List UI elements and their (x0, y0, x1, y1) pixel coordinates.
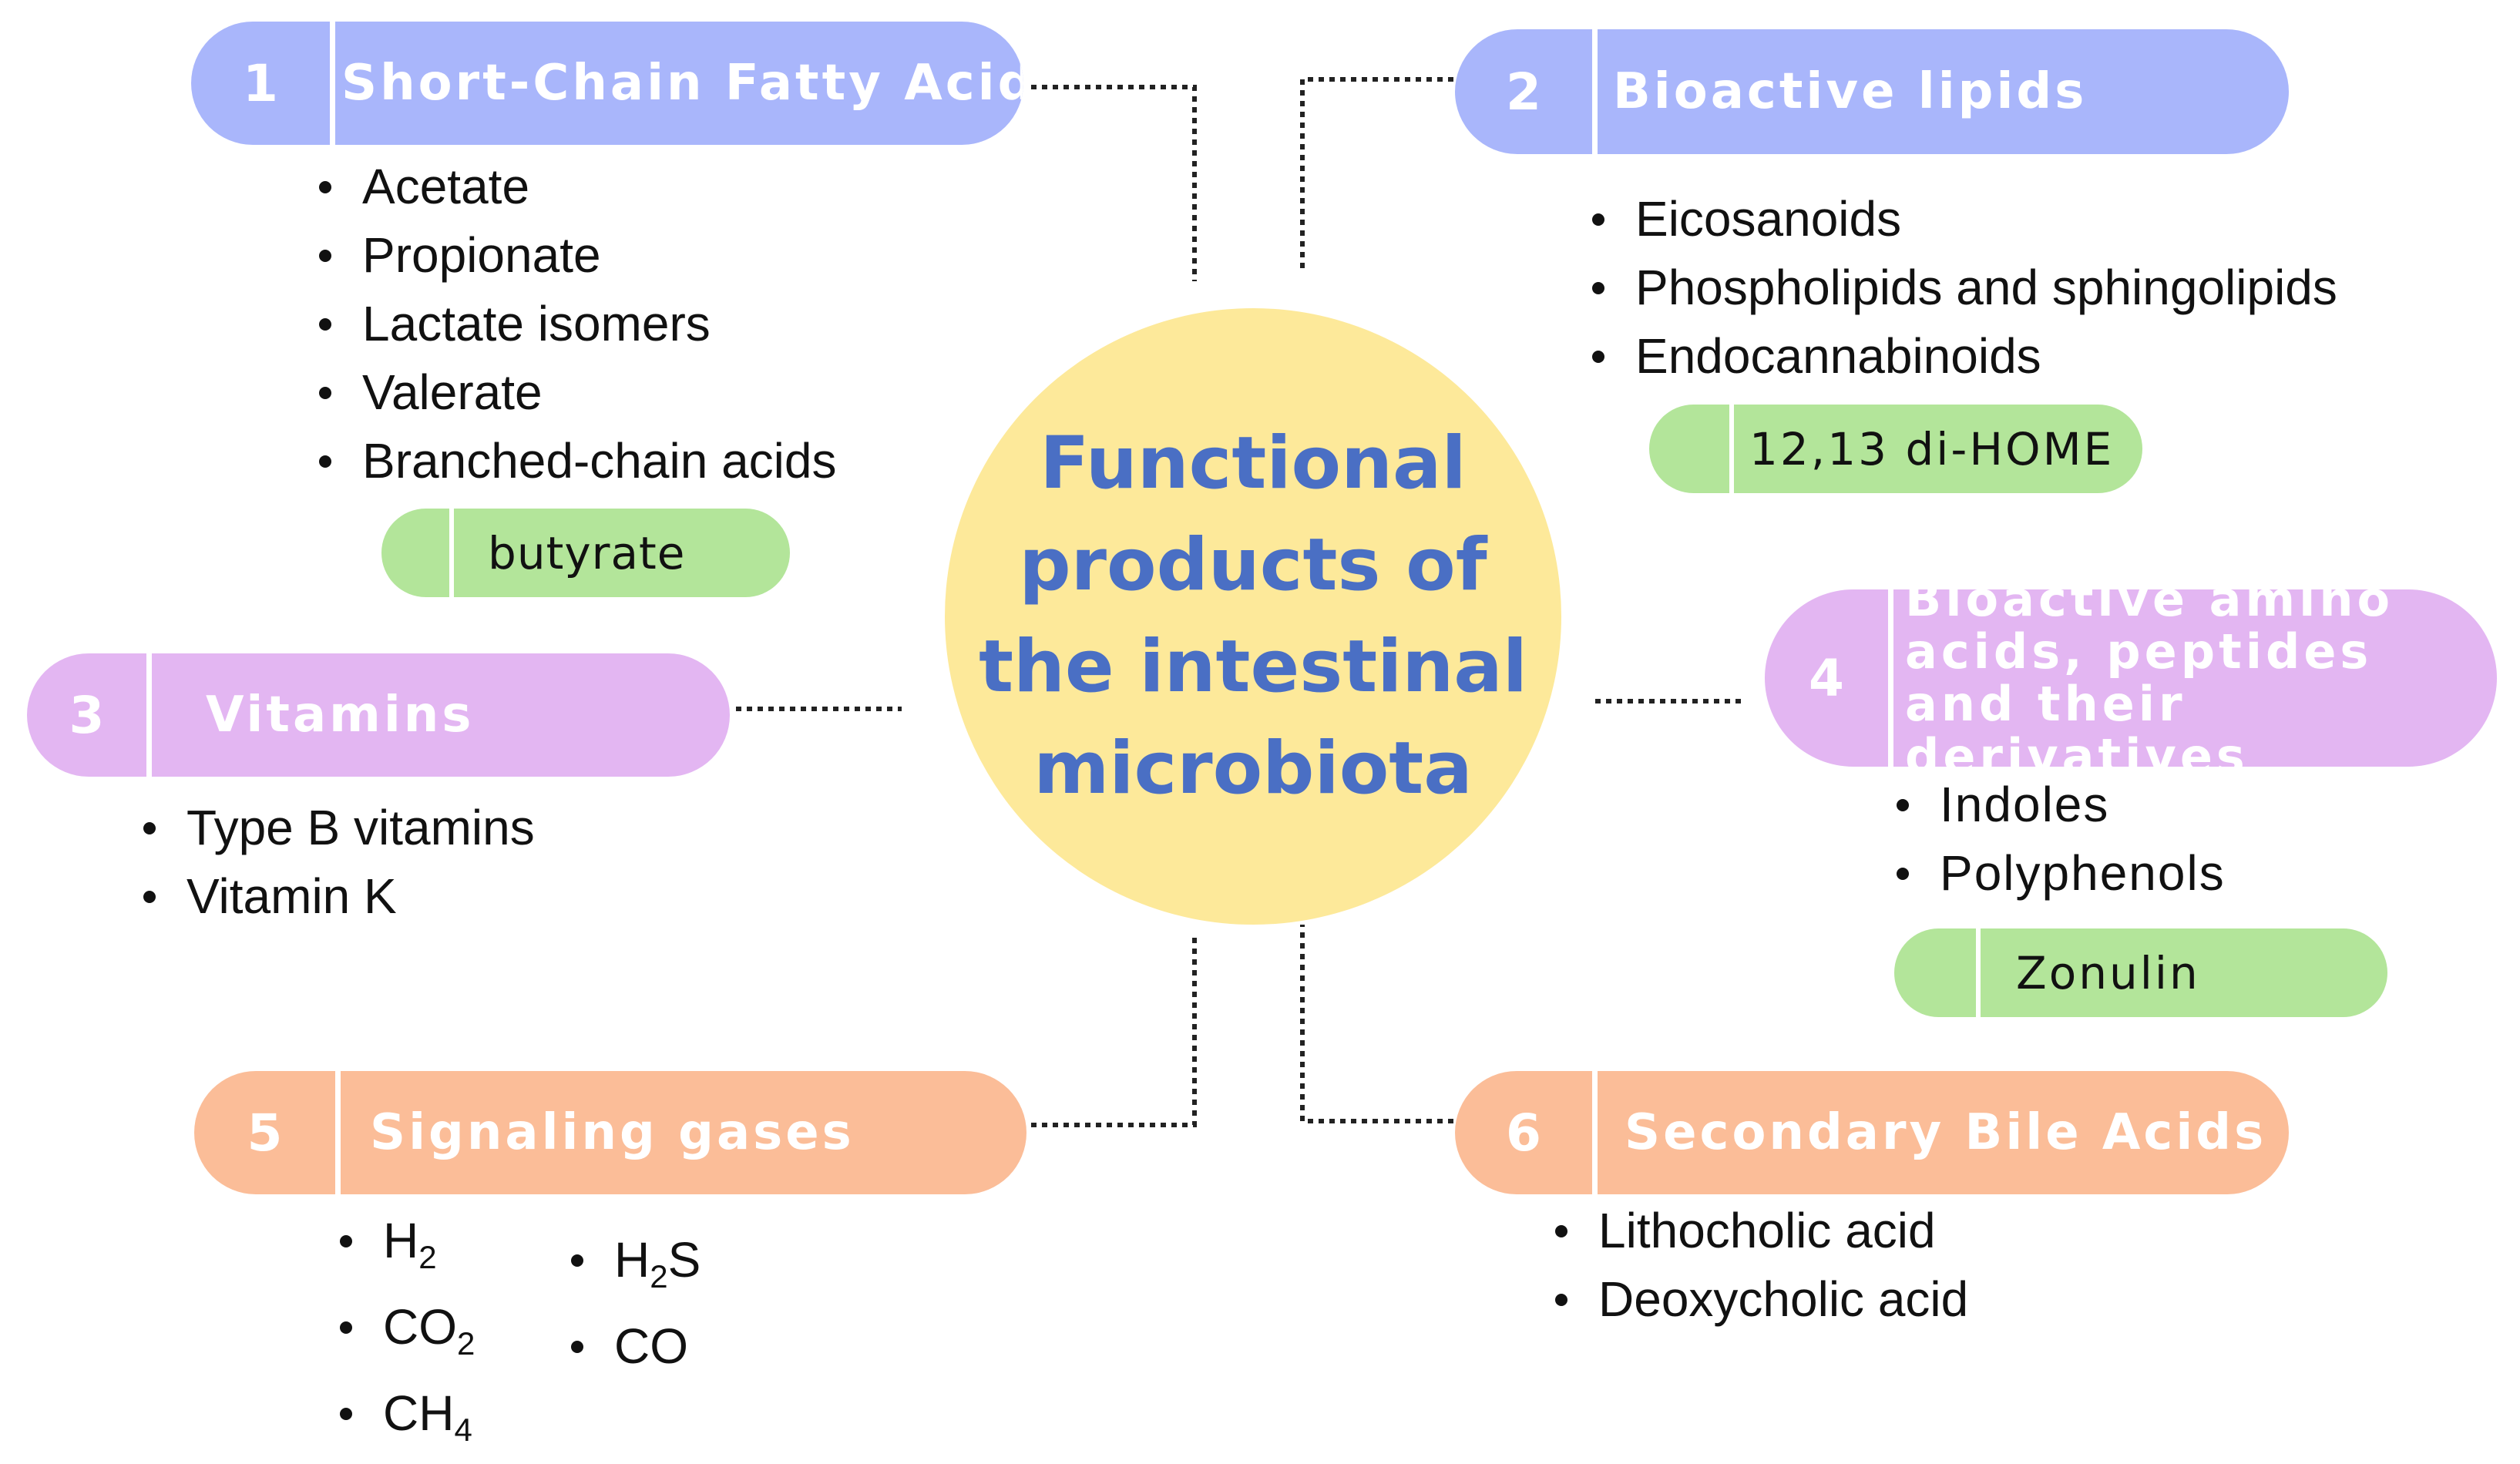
list-item: Branched-chain acids (314, 427, 836, 495)
group-5-number: 5 (194, 1071, 341, 1194)
gas-item: CO2 (335, 1292, 475, 1378)
group-2-highlight-label: 12,13 di-HOME (1749, 422, 2115, 475)
list-item: Valerate (314, 358, 836, 427)
group-1-highlight-label: butyrate (488, 526, 686, 579)
group-4-list: Indoles Polyphenols (1892, 771, 2226, 908)
group-2-highlight: 12,13 di-HOME (1649, 405, 2142, 493)
group-6-number: 6 (1455, 1071, 1598, 1194)
gas-item: CO (566, 1311, 701, 1398)
group-6-header: 6 Secondary Bile Acids (1455, 1071, 2289, 1194)
group-2-list: Eicosanoids Phospholipids and sphingolip… (1588, 185, 2337, 391)
group-4-header: 4 Bioactive amino acids, peptides and th… (1765, 589, 2497, 767)
gas-item: CH4 (335, 1378, 475, 1464)
group-5-list-right: H2S CO (566, 1225, 701, 1398)
group-1-number: 1 (191, 22, 335, 145)
list-item: Lithocholic acid (1551, 1197, 1968, 1265)
gas-item: H2 (335, 1206, 475, 1292)
group-1-header: 1 Short-Chain Fatty Acids (191, 22, 1023, 145)
group-3-header: 3 Vitamins (27, 653, 730, 777)
group-4-number: 4 (1765, 589, 1893, 767)
list-item: Lactate isomers (314, 290, 836, 358)
list-item: Type B vitamins (139, 794, 535, 862)
list-item: Indoles (1892, 771, 2226, 839)
list-item: Polyphenols (1892, 839, 2226, 908)
group-2-header: 2 Bioactive lipids (1455, 29, 2289, 154)
group-4-highlight-label: Zonulin (2016, 946, 2200, 999)
group-6-title: Secondary Bile Acids (1625, 1104, 2267, 1161)
group-2-title: Bioactive lipids (1613, 63, 2088, 120)
group-6-list: Lithocholic acid Deoxycholic acid (1551, 1197, 1968, 1334)
connector-2 (1300, 77, 1464, 274)
group-5-title: Signaling gases (370, 1104, 855, 1161)
list-item: Acetate (314, 153, 836, 221)
list-item: Endocannabinoids (1588, 322, 2337, 391)
group-4-highlight: Zonulin (1894, 928, 2387, 1017)
list-item: Propionate (314, 221, 836, 290)
connector-6 (1300, 925, 1464, 1123)
group-3-number: 3 (27, 653, 152, 777)
connector-5 (1031, 932, 1197, 1127)
list-item: Eicosanoids (1588, 185, 2337, 254)
group-5-header: 5 Signaling gases (194, 1071, 1026, 1194)
group-2-number: 2 (1455, 29, 1598, 154)
group-1-highlight: butyrate (381, 509, 790, 597)
group-1-title: Short-Chain Fatty Acids (341, 55, 1023, 112)
group-3-title: Vitamins (206, 687, 475, 744)
list-item: Vitamin K (139, 862, 535, 931)
group-1-list: Acetate Propionate Lactate isomers Valer… (314, 153, 836, 495)
connector-lines (736, 77, 1746, 1127)
center-circle: Functional products of the intestinal mi… (945, 308, 1561, 925)
gas-item: H2S (566, 1225, 701, 1311)
list-item: Phospholipids and sphingolipids (1588, 254, 2337, 322)
connector-1 (1031, 85, 1197, 281)
group-4-title: Bioactive amino acids, peptides and thei… (1905, 589, 2394, 767)
group-5-list-left: H2 CO2 CH4 (335, 1206, 475, 1464)
list-item: Deoxycholic acid (1551, 1265, 1968, 1334)
group-3-list: Type B vitamins Vitamin K (139, 794, 535, 931)
center-title: Functional products of the intestinal mi… (979, 421, 1527, 811)
